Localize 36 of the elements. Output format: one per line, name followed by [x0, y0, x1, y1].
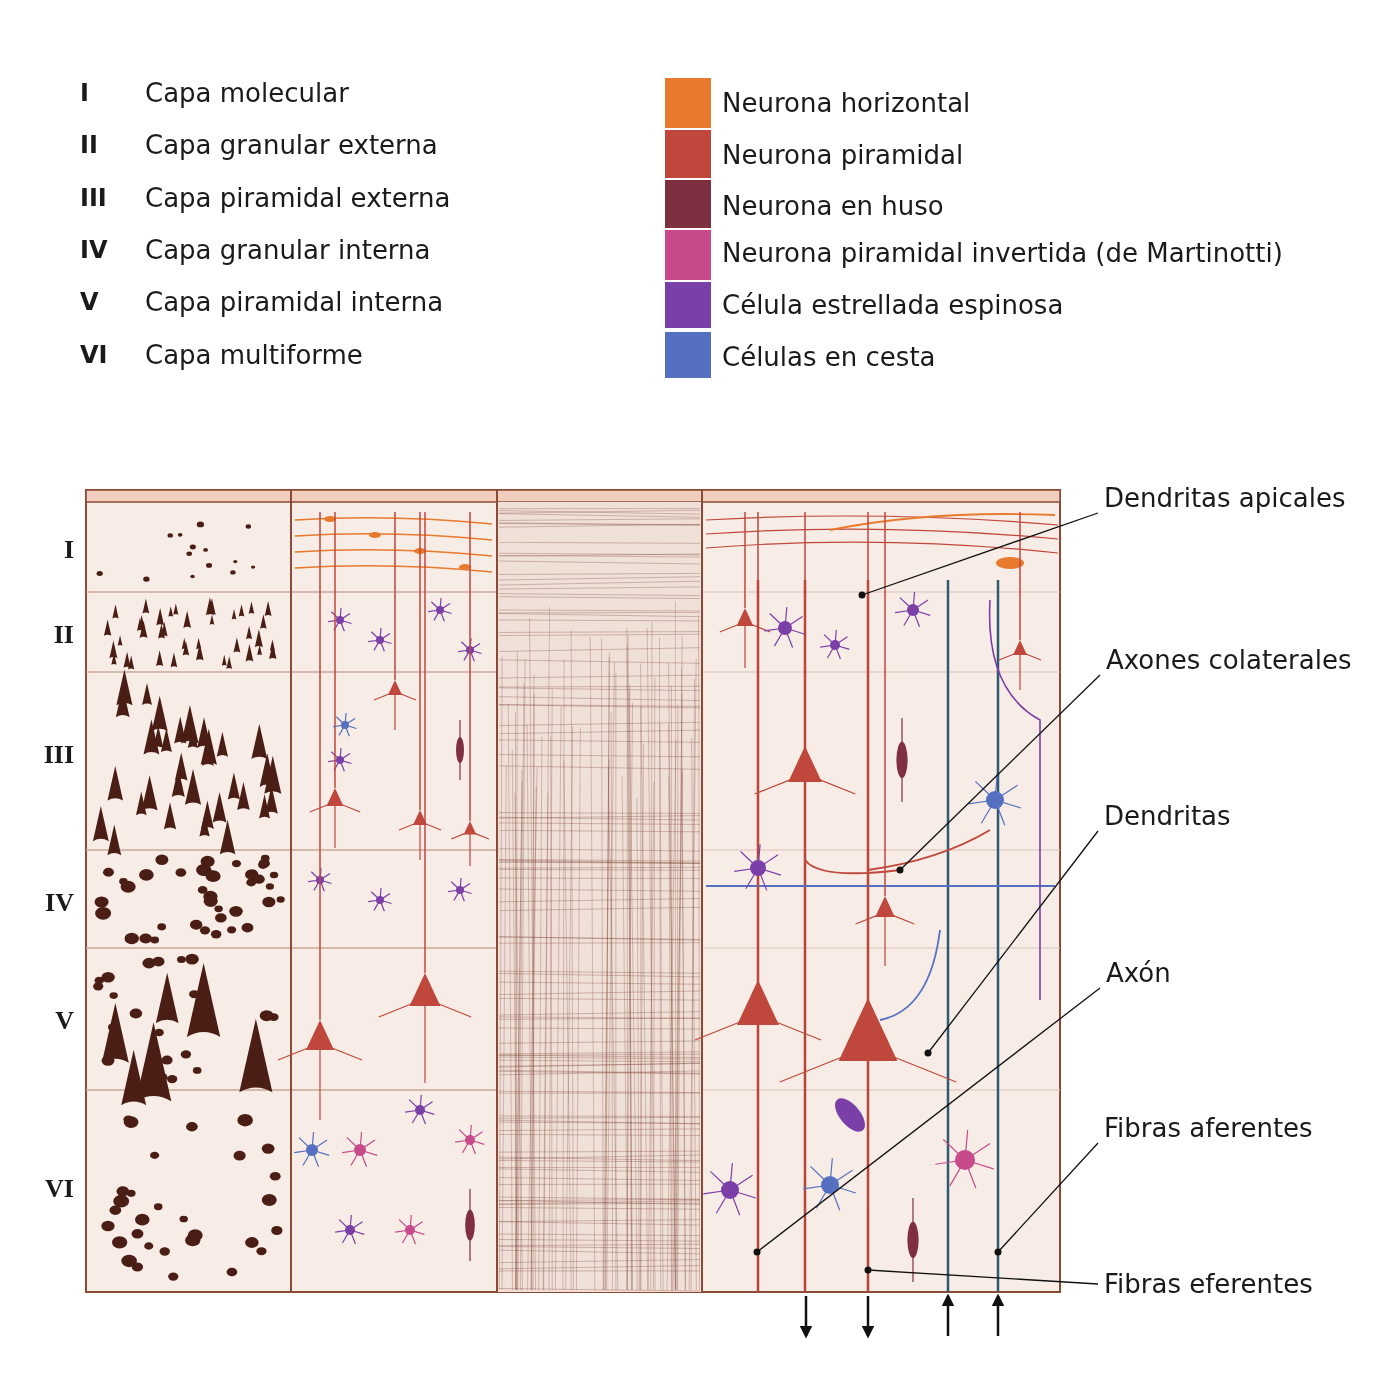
layer-name: Capa multiforme [145, 340, 363, 370]
layer-numeral: II [80, 130, 98, 160]
layer-numeral: III [80, 183, 107, 213]
callout-label: Dendritas apicales [1104, 483, 1346, 513]
layer-name: Capa granular externa [145, 130, 438, 160]
layer-name: Capa molecular [145, 78, 349, 108]
legend-text: Neurona en huso [722, 191, 944, 221]
layer-name: Capa piramidal interna [145, 287, 444, 317]
layer-numeral: V [80, 287, 99, 317]
callout-label: Axones colaterales [1106, 645, 1352, 675]
callout-label: Fibras aferentes [1104, 1113, 1313, 1143]
leader-line [753, 987, 1101, 1256]
callout-label: Axón [1106, 958, 1171, 988]
leader-line [864, 1266, 1099, 1285]
layer-numeral: II [52, 620, 74, 650]
callout-label: Fibras eferentes [1104, 1269, 1313, 1299]
legend-text: Célula estrellada espinosa [722, 290, 1064, 320]
layer-name: Capa piramidal externa [145, 183, 451, 213]
leader-line [924, 830, 1099, 1057]
layer-numeral: VI [44, 1174, 74, 1204]
legend-text: Neurona horizontal [722, 88, 971, 118]
layer-numeral: I [80, 78, 89, 108]
layer-numeral: III [42, 740, 74, 770]
leader-line [858, 512, 1099, 599]
layer-numeral: V [54, 1006, 74, 1036]
leader-line [896, 674, 1101, 874]
leader-line [994, 1142, 1099, 1256]
layer-numeral: IV [80, 235, 108, 265]
legend-text: Neurona piramidal [722, 140, 964, 170]
layer-numeral: I [62, 535, 74, 565]
callout-label: Dendritas [1104, 801, 1231, 831]
legend-text: Células en cesta [722, 342, 936, 372]
layer-name: Capa granular interna [145, 235, 431, 265]
layer-numeral: IV [44, 888, 74, 918]
legend-text: Neurona piramidal invertida (de Martinotti) [722, 238, 1283, 268]
layer-numeral: VI [80, 340, 108, 370]
